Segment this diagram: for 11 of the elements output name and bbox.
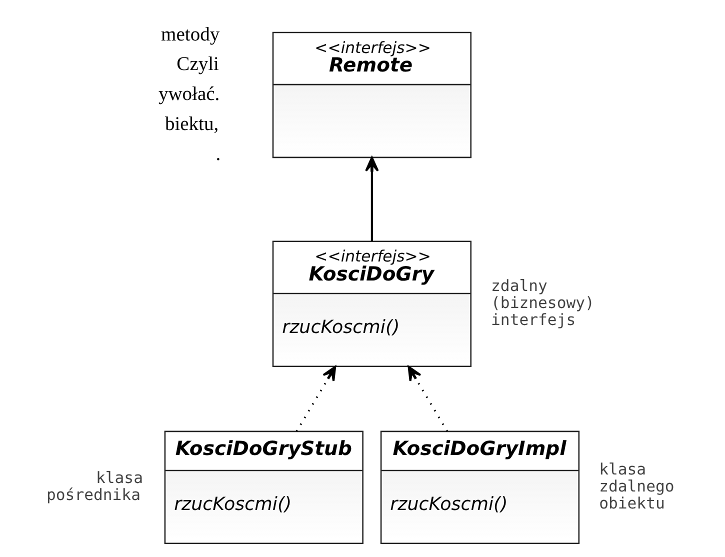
label: ywołać. xyxy=(158,84,220,106)
node-label: zdalny (biznesowy) interfejs xyxy=(491,276,594,329)
label: metody xyxy=(161,24,220,46)
arrow xyxy=(408,366,448,432)
label: biektu, xyxy=(164,114,219,136)
node-label: klasa pośrednika xyxy=(46,469,143,504)
node-label: klasa zdalnego obiektu xyxy=(599,460,674,512)
label: . xyxy=(216,144,221,166)
label: Czyli xyxy=(176,54,219,76)
arrow xyxy=(365,156,379,242)
arrow xyxy=(296,366,336,432)
